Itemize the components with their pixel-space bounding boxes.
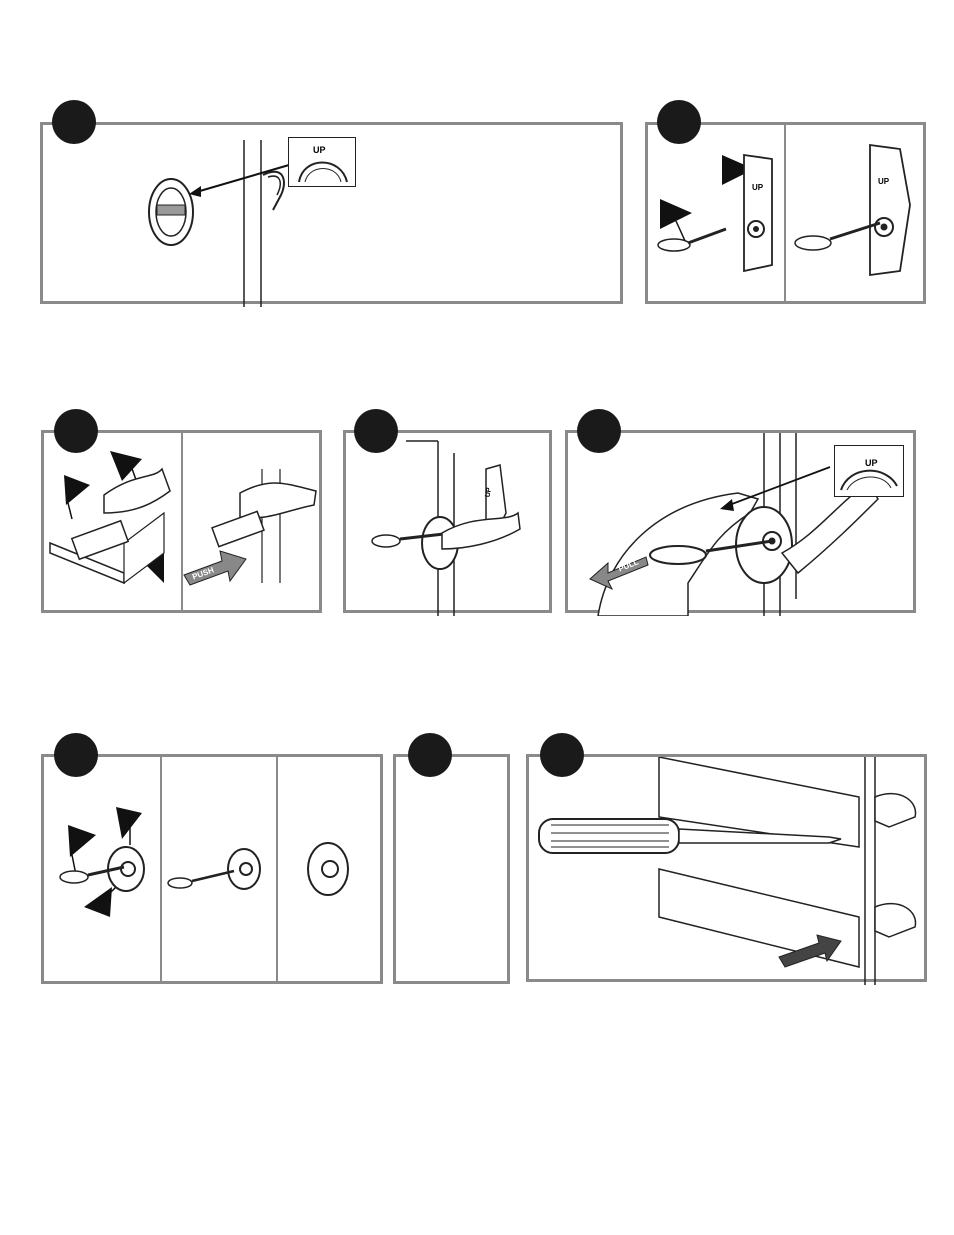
step-1-badge [52,100,96,144]
step-8-badge [540,733,584,777]
pointer-triangle-icon [116,807,142,839]
step-4-badge [354,409,398,453]
step-1-panel: UP [40,122,623,304]
step-3-panel: PUSH [41,430,322,613]
step-5-panel: UP PULL [565,430,916,613]
step-8-panel [526,754,927,982]
step-7-panel [393,754,510,984]
step-3-illustration [44,433,325,616]
step-2-badge [657,100,701,144]
up-label-inset: UP [288,137,356,187]
pointer-triangle-icon [84,887,112,917]
up-label-inset: UP [834,445,904,497]
step-4-panel: UP [343,430,552,613]
up-label: UP [313,145,326,155]
step-4-illustration [346,433,555,616]
up-label-left: UP [752,183,763,192]
step-2-panel: UP UP [645,122,926,304]
step-6-badge [54,733,98,777]
pointer-triangle-icon [660,199,692,229]
step-6-panel [41,754,383,984]
pointer-triangle-icon [110,451,142,481]
step-7-badge [408,733,452,777]
pointer-triangle-icon [64,475,90,505]
step-5-badge [577,409,621,453]
step-3-badge [54,409,98,453]
up-label-right: UP [878,177,889,186]
locking-disc-icon [149,179,193,245]
up-label: UP [865,458,878,468]
pointer-triangle-icon [68,825,96,857]
step-2-illustration [648,125,929,307]
step-6-illustration [44,757,386,987]
step-8-illustration [529,757,930,985]
